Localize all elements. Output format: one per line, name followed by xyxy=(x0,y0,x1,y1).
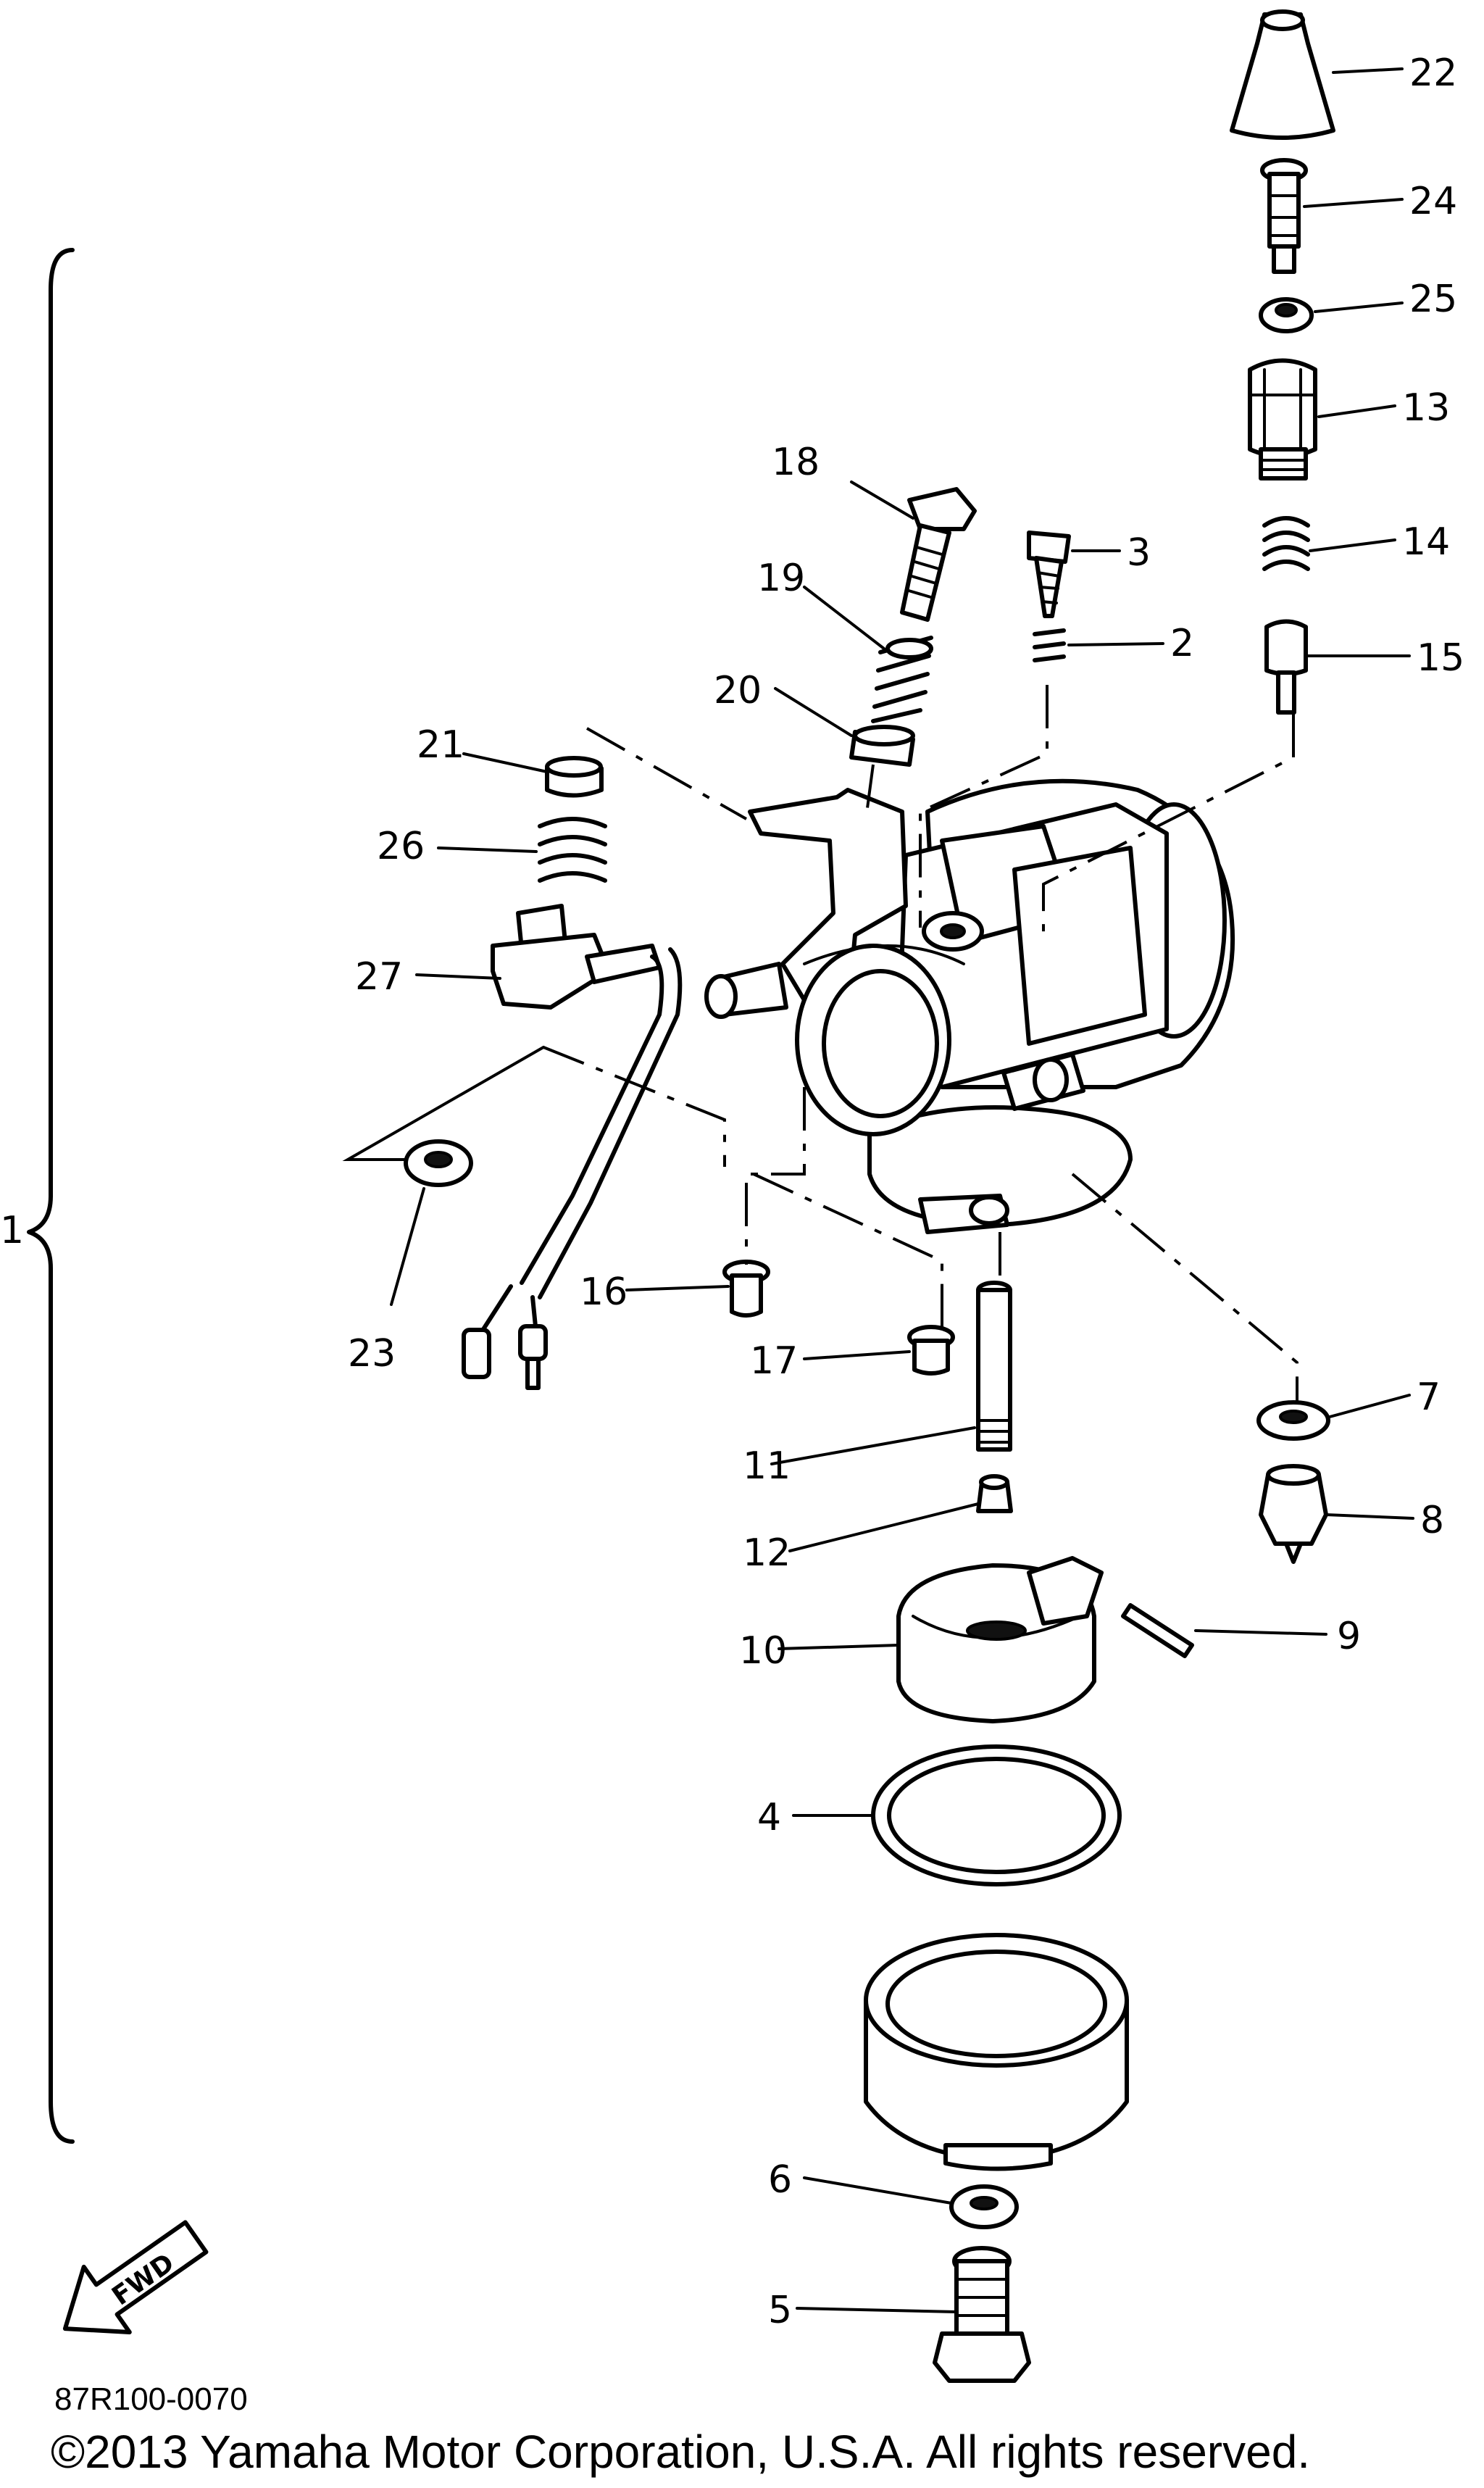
part-5-drain-bolt xyxy=(933,2246,1031,2383)
part-2-spring xyxy=(1033,628,1066,662)
label-part-17: 17 xyxy=(750,1339,798,1383)
part-3-pilot-screw xyxy=(1027,531,1071,618)
part-13-mixing-chamber-top xyxy=(1248,358,1317,480)
label-part-8: 8 xyxy=(1420,1499,1444,1542)
fwd-arrow-icon: FWD xyxy=(62,2220,209,2334)
part-7-washer xyxy=(1256,1400,1330,1441)
part-18-throttle-stop-screw xyxy=(900,487,977,622)
part-15-throttle-valve xyxy=(1264,619,1308,715)
label-part-13: 13 xyxy=(1402,386,1450,430)
part-22-cap xyxy=(1230,9,1335,140)
label-part-14: 14 xyxy=(1402,520,1450,564)
part-6-washer xyxy=(949,2184,1019,2229)
label-part-27: 27 xyxy=(355,955,403,999)
label-part-26: 26 xyxy=(377,825,425,868)
part-4-gasket xyxy=(871,1744,1122,1886)
part-20-washer xyxy=(849,725,915,767)
label-part-12: 12 xyxy=(743,1531,791,1575)
part-9-pin xyxy=(1121,1603,1194,1658)
label-part-22: 22 xyxy=(1409,51,1457,95)
label-part-18: 18 xyxy=(772,441,820,484)
diagram-code: 87R100-0070 xyxy=(54,2381,248,2417)
label-part-3: 3 xyxy=(1127,531,1151,575)
label-part-15: 15 xyxy=(1417,636,1464,680)
label-part-9: 9 xyxy=(1337,1615,1361,1658)
part-25-nut xyxy=(1259,297,1314,333)
leader-lines xyxy=(390,67,1414,2313)
part-10-float xyxy=(896,1556,1104,1723)
label-part-11: 11 xyxy=(743,1444,791,1488)
part-26-spring xyxy=(538,817,607,883)
carburetor-body xyxy=(704,778,1235,1234)
label-part-20: 20 xyxy=(714,669,762,712)
label-part-10: 10 xyxy=(739,1629,787,1673)
copyright-notice: ©2013 Yamaha Motor Corporation, U.S.A. A… xyxy=(51,2426,1310,2478)
assembly-bracket xyxy=(27,248,75,2144)
part-17-pilot-jet xyxy=(907,1325,955,1376)
label-part-21: 21 xyxy=(417,723,464,767)
label-part-1: 1 xyxy=(0,1209,24,1252)
label-part-16: 16 xyxy=(580,1270,628,1314)
part-19-spring xyxy=(871,636,933,723)
reference-lines xyxy=(342,685,1298,1402)
float-chamber-bowl xyxy=(864,1933,1129,2171)
part-14-spring xyxy=(1262,516,1310,571)
label-part-6: 6 xyxy=(768,2158,792,2202)
label-part-2: 2 xyxy=(1170,622,1194,665)
part-24-jet-needle xyxy=(1260,158,1308,274)
label-part-7: 7 xyxy=(1417,1376,1441,1419)
label-part-5: 5 xyxy=(768,2289,792,2332)
part-27-starter-plunger xyxy=(462,904,683,1390)
label-part-25: 25 xyxy=(1409,278,1457,321)
part-11-needle-jet xyxy=(976,1281,1012,1452)
label-part-4: 4 xyxy=(757,1796,781,1839)
part-23-washer xyxy=(404,1139,473,1187)
part-8-needle-valve xyxy=(1259,1464,1328,1564)
label-part-24: 24 xyxy=(1409,180,1457,223)
part-12-main-jet xyxy=(976,1474,1013,1513)
part-16-jet xyxy=(722,1260,770,1318)
label-part-19: 19 xyxy=(757,557,805,600)
part-21-cap xyxy=(545,756,604,798)
label-part-23: 23 xyxy=(348,1332,396,1376)
